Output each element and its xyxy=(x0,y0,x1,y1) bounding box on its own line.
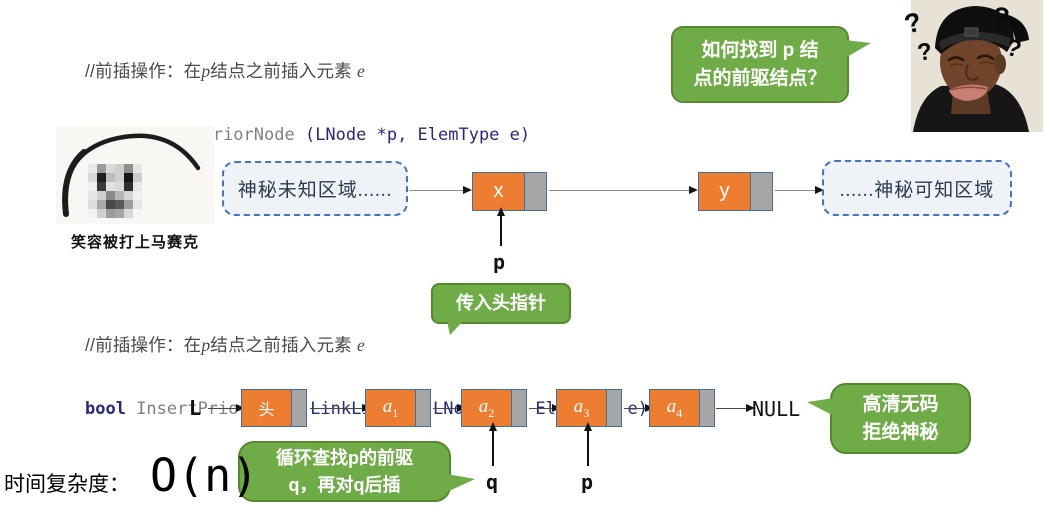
comment-var-e: e xyxy=(356,335,365,355)
link-arrow xyxy=(775,185,824,194)
link-arrow xyxy=(208,403,245,412)
node-pointer-field xyxy=(751,172,773,211)
bubble-line: 循环查找p的前驱 xyxy=(276,448,413,469)
head-pointer-bubble: 传入头指针 xyxy=(431,283,571,335)
link-arrow xyxy=(549,185,698,194)
link-arrow xyxy=(716,403,755,412)
node-data-field: x xyxy=(472,172,525,211)
node-label: x xyxy=(493,180,504,202)
comment-text: 结点之前插入元素 xyxy=(210,61,357,81)
comment-var-p: p xyxy=(201,335,211,355)
known-region-label: ......神秘可知区域 xyxy=(839,179,995,201)
question-mark: ? xyxy=(990,1,1011,33)
question-speech-bubble: 如何找到 p 结 点的前驱结点？ xyxy=(671,26,871,103)
node-data-field: 头 xyxy=(241,389,292,427)
question-mark: ? xyxy=(1003,34,1024,64)
link-arrow xyxy=(409,185,472,194)
node-a4: a4 xyxy=(649,389,715,427)
comment-var-p: p xyxy=(201,61,211,81)
comment-var-e: e xyxy=(356,61,365,81)
mosaic-face-image xyxy=(56,126,214,224)
question-mark: ? xyxy=(916,38,934,67)
list-head-pointer-label: L xyxy=(189,396,202,420)
node-label: a3 xyxy=(573,395,590,420)
node-pointer-field xyxy=(700,389,715,427)
bubble-line: 拒绝神秘 xyxy=(862,421,939,443)
question-mark: ? xyxy=(901,6,924,39)
link-arrow xyxy=(529,403,561,412)
pointer-p-label: p xyxy=(493,250,506,274)
squinting-eye xyxy=(976,54,995,61)
node-pointer-field xyxy=(416,389,431,427)
pointer-p-arrow xyxy=(583,422,592,466)
head-node: 头 xyxy=(241,389,307,427)
bubble-line: q，再对q后插 xyxy=(288,474,401,495)
code-comment: //前插操作：在p结点之前插入元素 e xyxy=(85,332,648,357)
node-data-field: a1 xyxy=(365,389,416,427)
bubble-line: 传入头指针 xyxy=(456,293,546,314)
node-a2: a2 xyxy=(461,389,527,427)
keyword-bool: bool xyxy=(85,399,126,419)
mosaic-face-figure: 笑容被打上马赛克 xyxy=(56,126,214,252)
bubble-tail xyxy=(845,40,871,58)
loop-search-bubble: 循环查找p的前驱 q，再对q后插 xyxy=(238,441,475,502)
time-complexity-value: O(n) xyxy=(150,449,259,502)
bubble-line: 点的前驱结点？ xyxy=(693,67,827,89)
unknown-region-label: 神秘未知区域...... xyxy=(237,180,393,201)
time-complexity-label: 时间复杂度： xyxy=(4,472,130,496)
node-label: 头 xyxy=(258,402,275,419)
bubble-tail xyxy=(447,474,475,492)
node-pointer-field xyxy=(525,172,547,211)
squinting-eye xyxy=(947,56,965,62)
known-region-box: ......神秘可知区域 xyxy=(822,160,1012,216)
bubble-line: 高清无码 xyxy=(862,393,939,415)
comment-text: //前插操作：在 xyxy=(85,335,202,355)
node-x: x xyxy=(472,172,547,211)
link-arrow xyxy=(624,403,654,412)
comment-text: //前插操作：在 xyxy=(85,61,202,81)
node-a3: a3 xyxy=(556,389,622,427)
node-data-field: a4 xyxy=(649,389,700,427)
node-pointer-field xyxy=(512,389,527,427)
code-comment: //前插操作：在p结点之前插入元素 e xyxy=(85,58,530,83)
node-pointer-field xyxy=(607,389,622,427)
node-label: a4 xyxy=(666,395,683,420)
node-data-field: a3 xyxy=(556,389,607,427)
node-pointer-field xyxy=(292,389,307,427)
pointer-p-arrow xyxy=(496,207,505,246)
confused-person-photo: ? ? ? ? xyxy=(901,0,1043,132)
parameter-list: (LNode *p, ElemType e) xyxy=(304,125,531,145)
mosaic-caption: 笑容被打上马赛克 xyxy=(70,234,199,251)
link-arrow xyxy=(433,403,466,412)
unknown-region-box: 神秘未知区域...... xyxy=(222,161,408,216)
node-data-field: y xyxy=(698,172,751,211)
null-label: NULL xyxy=(752,397,801,421)
node-a1: a1 xyxy=(365,389,431,427)
hd-no-mosaic-bubble: 高清无码 拒绝神秘 xyxy=(807,383,971,454)
pointer-q-label: q xyxy=(486,470,499,494)
node-y: y xyxy=(698,172,773,211)
bubble-tail xyxy=(807,398,834,416)
pointer-q-arrow xyxy=(488,422,497,466)
comment-text: 结点之前插入元素 xyxy=(210,335,357,355)
bubble-line: 如何找到 p 结 xyxy=(701,39,819,61)
node-label: a2 xyxy=(478,395,495,420)
link-arrow xyxy=(310,403,371,412)
mosaic-pixels xyxy=(88,164,142,218)
pointer-p-label: p xyxy=(581,470,594,494)
bubble-tail xyxy=(447,321,463,335)
node-label: a1 xyxy=(382,395,399,420)
node-label: y xyxy=(719,180,730,202)
node-data-field: a2 xyxy=(461,389,512,427)
